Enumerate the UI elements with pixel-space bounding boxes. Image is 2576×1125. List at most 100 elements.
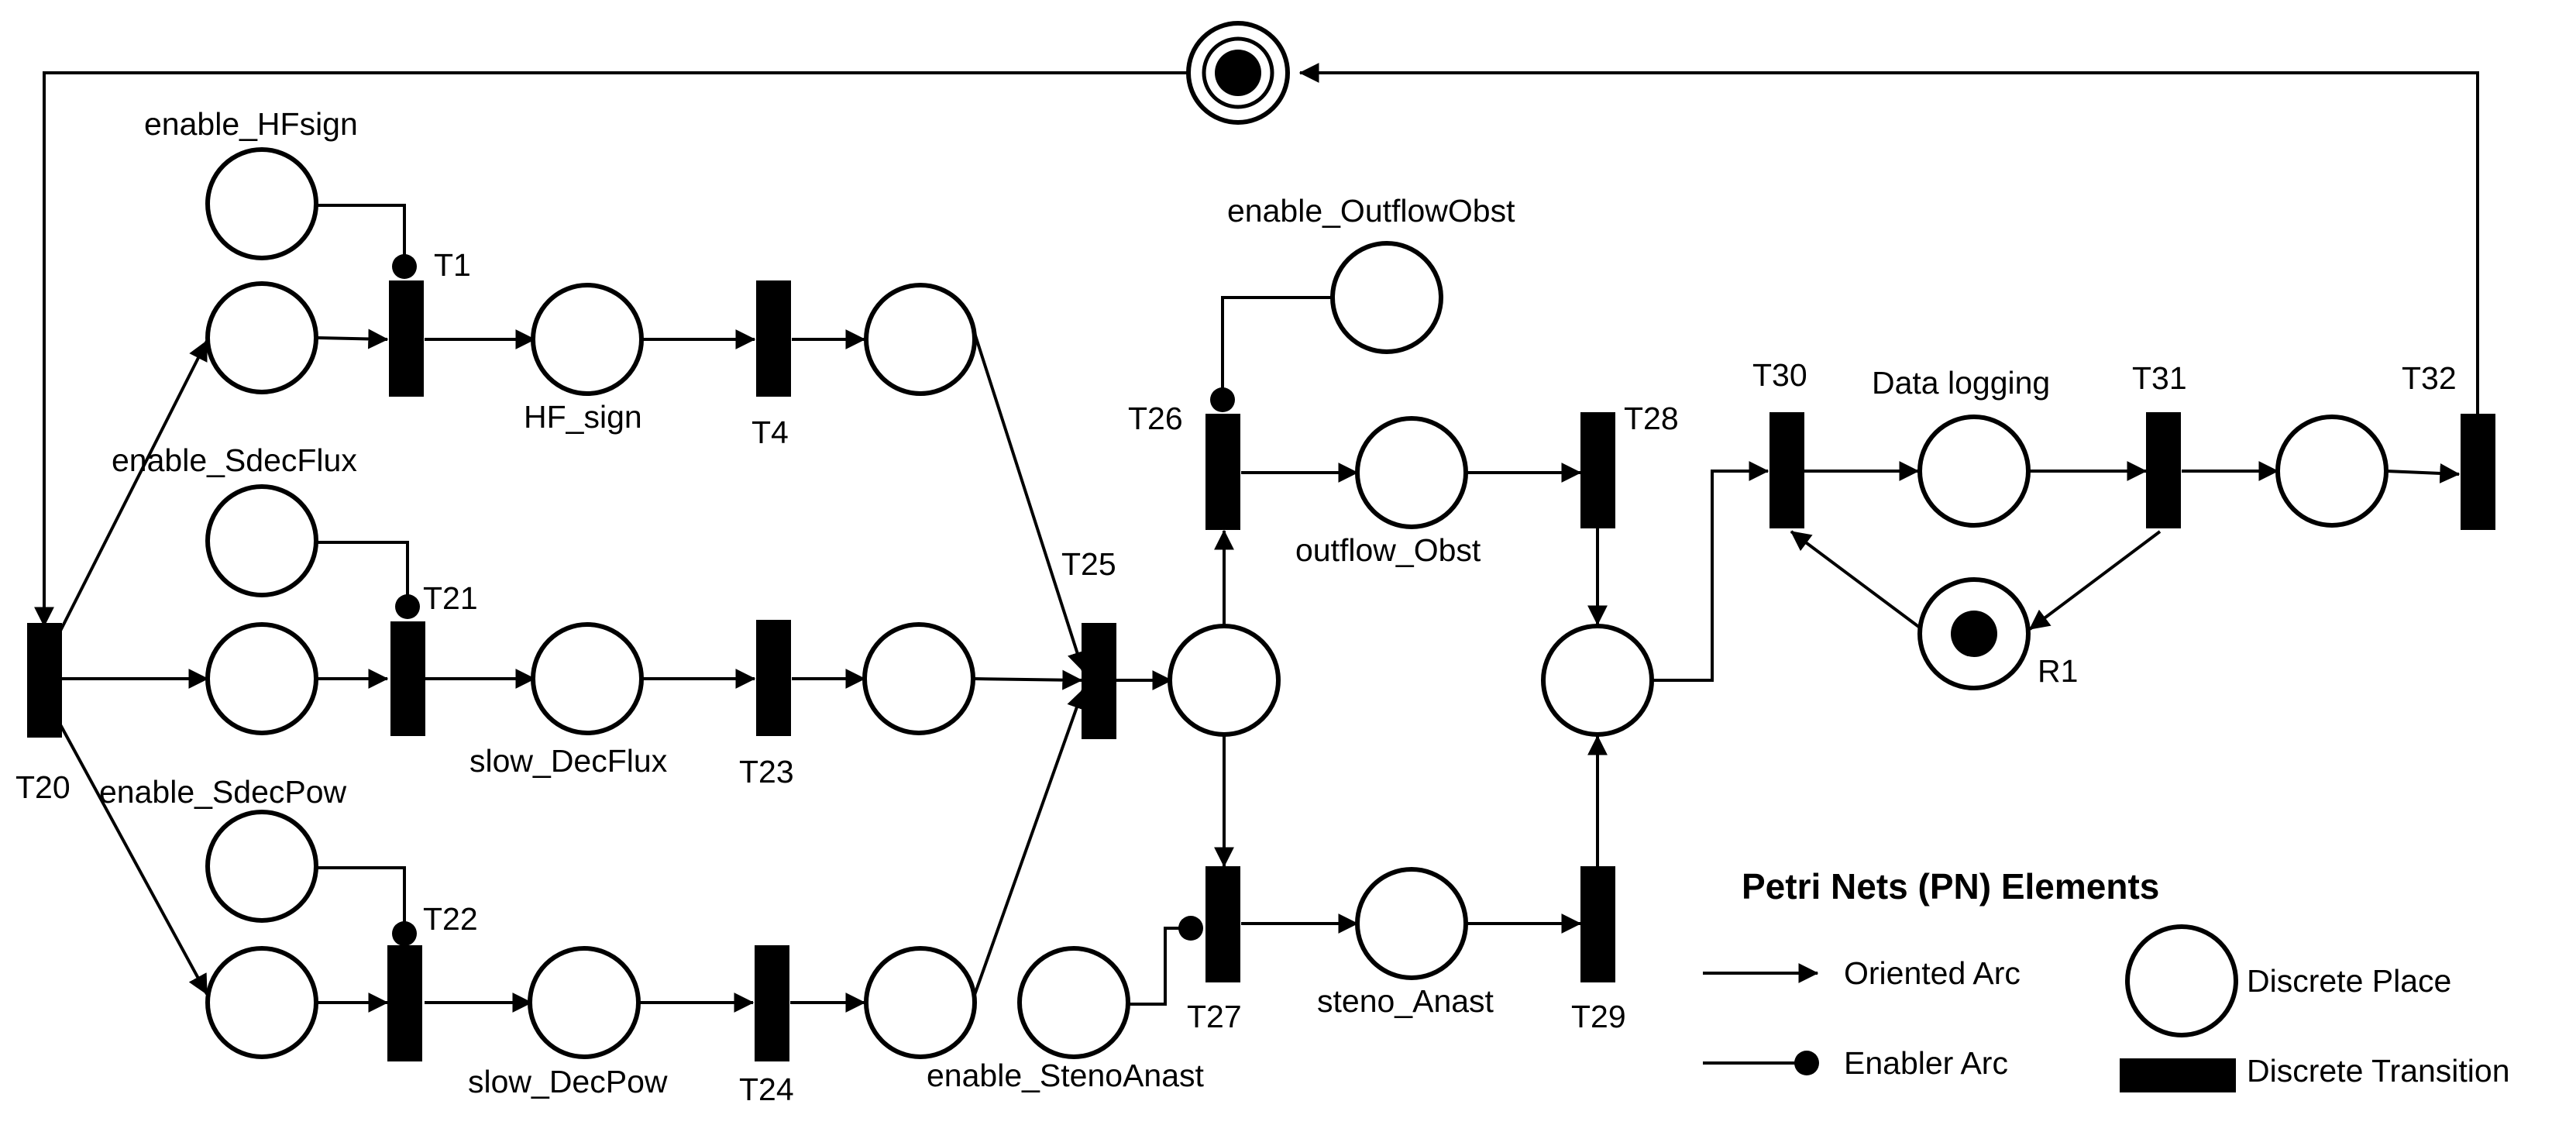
- places: [205, 21, 2389, 1059]
- place-slow-decflux: [531, 622, 644, 735]
- transition-t27: [1205, 866, 1240, 982]
- transition-t25: [1082, 623, 1116, 739]
- enabler-dot-t21: [395, 594, 420, 619]
- arc-out3-to-t25: [973, 688, 1086, 996]
- label-t1: T1: [434, 247, 471, 283]
- label-t21: T21: [423, 580, 478, 616]
- transition-t31: [2146, 412, 2181, 528]
- transition-t30: [1769, 412, 1804, 528]
- place-final: [2275, 415, 2389, 528]
- label-t23: T23: [739, 754, 794, 790]
- legend-discrete-place-sample: [2125, 924, 2238, 1037]
- enabler-arc-hf-to-t1: [316, 204, 406, 260]
- label-t27: T27: [1187, 999, 1242, 1034]
- legend-discrete-place-label: Discrete Place: [2247, 963, 2451, 999]
- arc-t31-to-r1: [2028, 530, 2162, 631]
- label-t4: T4: [751, 415, 789, 450]
- arc-r1-to-t30: [1790, 530, 1921, 629]
- arc-merge-to-t30: [1652, 461, 1769, 682]
- label-t28: T28: [1624, 401, 1679, 436]
- label-t24: T24: [739, 1072, 794, 1107]
- label-r1: R1: [2038, 653, 2078, 689]
- transition-t23: [756, 620, 791, 736]
- arc-out2-to-t25: [972, 669, 1083, 690]
- place-outflow-obst: [1355, 416, 1468, 529]
- label-enable-hfsign: enable_HFsign: [144, 106, 358, 142]
- label-t32: T32: [2402, 360, 2457, 396]
- arc-top-to-t20: [34, 71, 1187, 628]
- transition-t32: [2461, 414, 2495, 530]
- transition-t26: [1205, 414, 1240, 530]
- label-enable-outflowobst: enable_OutflowObst: [1227, 193, 1515, 229]
- label-t30: T30: [1752, 357, 1807, 393]
- legend-discrete-transition-sample: [2120, 1058, 2236, 1092]
- transition-t20: [27, 623, 62, 738]
- legend-discrete-transition-label: Discrete Transition: [2247, 1053, 2510, 1089]
- arc-t32-to-top: [1298, 63, 2479, 415]
- legend-oriented-arc-label: Oriented Arc: [1844, 955, 2021, 991]
- enabler-arc-sf-to-t21: [316, 541, 409, 600]
- label-t20: T20: [15, 769, 71, 805]
- place-input-row3: [205, 946, 318, 1059]
- enabler-arc-oo-to-t26: [1221, 296, 1333, 394]
- place-enable-hfsign: [205, 147, 318, 260]
- transitions: [27, 280, 2495, 1061]
- place-output-row1: [864, 283, 977, 396]
- labels: T20 T1 T21 T22 T4 T23 T24 T25 T26 T27 T2…: [15, 106, 2457, 1107]
- label-t26: T26: [1128, 401, 1183, 436]
- place-output-row2: [862, 622, 975, 735]
- label-data-logging: Data logging: [1872, 365, 2050, 401]
- label-slow-decflux: slow_DecFlux: [469, 743, 668, 779]
- arcs: [34, 63, 2479, 1013]
- label-hf-sign: HF_sign: [524, 399, 642, 435]
- transition-t1: [389, 280, 424, 397]
- legend: Petri Nets (PN) Elements Oriented Arc En…: [1703, 866, 2510, 1092]
- place-merge: [1541, 624, 1654, 737]
- place-enable-outflowobst: [1330, 241, 1443, 354]
- label-t29: T29: [1571, 999, 1626, 1034]
- place-top-inner-ring: [1202, 36, 1274, 109]
- place-input-row1: [205, 281, 318, 394]
- place-input-row2: [205, 622, 318, 735]
- place-enable-stenoanast: [1017, 946, 1130, 1059]
- arc-t20-to-in3: [57, 720, 208, 996]
- token-r1: [1951, 611, 1997, 657]
- label-enable-stenoanast: enable_StenoAnast: [927, 1058, 1205, 1093]
- place-output-row3: [864, 946, 977, 1059]
- enabler-dot-t26: [1210, 387, 1235, 412]
- place-hf-sign: [531, 283, 644, 396]
- place-slow-decpow: [528, 946, 641, 1059]
- arc-in1-to-t1: [317, 329, 389, 349]
- arc-t20-to-in1: [57, 339, 208, 636]
- transition-t4: [756, 280, 791, 397]
- legend-enabler-arc-label: Enabler Arc: [1844, 1045, 2008, 1081]
- label-t31: T31: [2132, 360, 2187, 396]
- transition-t28: [1580, 412, 1615, 528]
- place-data-logging: [1917, 415, 2031, 528]
- enabler-dot-t1: [392, 254, 417, 279]
- label-steno-anast: steno_Anast: [1317, 983, 1494, 1019]
- enabler-dot-t27: [1178, 916, 1203, 941]
- arc-final-to-t32: [2385, 463, 2461, 483]
- legend-enabler-arc-dot: [1794, 1051, 1819, 1075]
- label-enable-sdecpow: enable_SdecPow: [99, 774, 347, 810]
- enabler-arc-sa-to-t27: [1128, 927, 1184, 1006]
- label-t25: T25: [1061, 546, 1116, 582]
- enabler-arc-sp-to-t22: [316, 866, 406, 927]
- label-slow-decpow: slow_DecPow: [468, 1064, 668, 1099]
- label-t22: T22: [423, 901, 478, 937]
- arc-out1-to-t25: [973, 332, 1087, 673]
- legend-title: Petri Nets (PN) Elements: [1742, 866, 2159, 907]
- enabler-dot-t22: [392, 921, 417, 946]
- label-enable-sdecflux: enable_SdecFlux: [112, 442, 357, 478]
- place-enable-sdecpow: [205, 810, 318, 923]
- place-enable-sdecflux: [205, 484, 318, 597]
- label-outflow-obst: outflow_Obst: [1295, 532, 1481, 568]
- place-steno-anast: [1355, 867, 1468, 980]
- transition-t24: [755, 945, 789, 1061]
- transition-t22: [387, 945, 422, 1061]
- transition-t29: [1580, 866, 1615, 982]
- place-mid: [1168, 624, 1281, 737]
- token-top: [1215, 50, 1261, 96]
